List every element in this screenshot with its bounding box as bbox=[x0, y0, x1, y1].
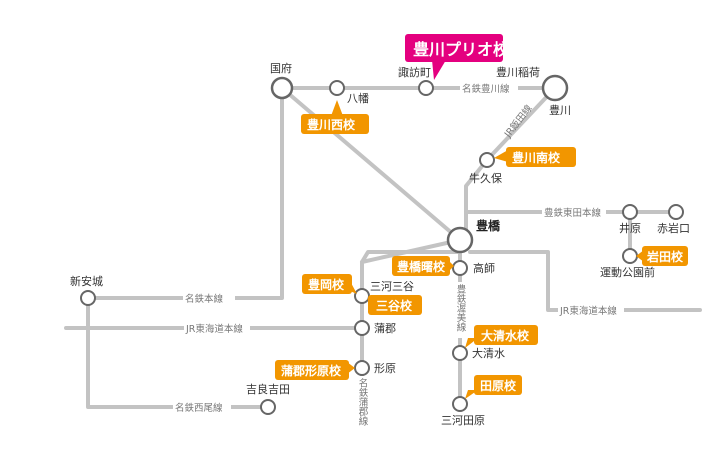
label-ihara: 井原 bbox=[619, 221, 641, 235]
station-takashi[interactable] bbox=[452, 260, 468, 276]
station-kira-yoshida[interactable] bbox=[260, 399, 276, 415]
label-kokufu: 国府 bbox=[270, 61, 292, 75]
line-jr-tokaido-left-spur bbox=[360, 250, 462, 264]
label-toyohashi: 豊橋 bbox=[476, 218, 501, 233]
label-kira-yoshida: 吉良吉田 bbox=[246, 382, 290, 396]
station-ushikubo[interactable] bbox=[479, 152, 495, 168]
featured-school-callout[interactable]: 豊川プリオ校 bbox=[405, 34, 510, 80]
school-iwata[interactable]: 岩田校 bbox=[636, 246, 688, 266]
station-katahara[interactable] bbox=[354, 360, 370, 376]
label-jr-iida: JR飯田線 bbox=[501, 102, 535, 140]
label-takashi: 高師 bbox=[473, 261, 495, 275]
station-suwacho[interactable] bbox=[418, 80, 434, 96]
school-toyooka[interactable]: 豊岡校 bbox=[302, 274, 357, 294]
school-mitani[interactable]: 三谷校 bbox=[367, 295, 422, 315]
label-jr-tokaido-left: JR東海道本線 bbox=[185, 323, 243, 335]
school-toyokawa-nishi[interactable]: 豊川西校 bbox=[301, 100, 369, 134]
label-toyotetsu-azumada: 豊鉄東田本線 bbox=[544, 207, 602, 219]
school-toyohashi-akebono[interactable]: 豊橋曙校 bbox=[392, 256, 454, 276]
school-toyokawa-minami[interactable]: 豊川南校 bbox=[494, 147, 576, 167]
label-shin-anjo: 新安城 bbox=[70, 274, 103, 288]
svg-text:岩田校: 岩田校 bbox=[646, 249, 684, 264]
label-meitetsu-gamagori: 名鉄蒲郡線 bbox=[357, 377, 369, 425]
featured-school-name: 豊川プリオ校 bbox=[413, 40, 510, 59]
label-mikawa-mitani: 三河三谷 bbox=[370, 280, 414, 293]
label-toyotetsu-atsumi: 豊鉄渥美線 bbox=[455, 283, 467, 331]
label-mikawa-tawara: 三河田原 bbox=[441, 414, 485, 427]
svg-text:蒲郡形原校: 蒲郡形原校 bbox=[281, 363, 342, 378]
label-toyokawa: 豊川 bbox=[549, 104, 571, 117]
label-gamagori: 蒲郡 bbox=[374, 321, 396, 335]
station-undokoen-mae[interactable] bbox=[622, 248, 638, 264]
svg-text:豊岡校: 豊岡校 bbox=[308, 277, 345, 292]
station-gamagori[interactable] bbox=[354, 320, 370, 336]
station-toyokawa[interactable] bbox=[541, 74, 569, 102]
svg-text:田原校: 田原校 bbox=[480, 378, 517, 393]
station-kokufu[interactable] bbox=[270, 76, 294, 100]
railway-lines bbox=[64, 86, 702, 409]
school-callouts: 豊川西校 豊川南校 岩田校 豊橋曙校 豊岡校 三谷校 bbox=[275, 100, 688, 399]
school-oshimizu[interactable]: 大清水校 bbox=[465, 325, 538, 348]
label-katahara: 形原 bbox=[374, 362, 396, 375]
station-labels: 国府 八幡 諏訪町 豊川稲荷 豊川 牛久保 豊橋 井原 赤岩口 運動公園前 高師… bbox=[70, 61, 690, 427]
label-undokoen-mae: 運動公園前 bbox=[600, 265, 655, 279]
svg-text:大清水校: 大清水校 bbox=[481, 328, 530, 343]
station-mikawa-tawara[interactable] bbox=[452, 396, 468, 412]
label-meitetsu-toyokawa: 名鉄豊川線 bbox=[462, 83, 510, 95]
station-ihara[interactable] bbox=[622, 204, 638, 220]
school-tahara[interactable]: 田原校 bbox=[465, 375, 522, 399]
school-gamagori-katahara[interactable]: 蒲郡形原校 bbox=[275, 360, 355, 380]
label-toyokawa-inari: 豊川稲荷 bbox=[496, 66, 540, 79]
station-toyohashi[interactable] bbox=[446, 226, 474, 254]
label-meitetsu-nishio: 名鉄西尾線 bbox=[175, 402, 223, 414]
label-meitetsu-honsen: 名鉄本線 bbox=[185, 293, 224, 305]
line-meitetsu-nishio bbox=[86, 296, 270, 409]
label-oshimizu: 大清水 bbox=[472, 346, 505, 360]
station-mikawa-mitani[interactable] bbox=[354, 288, 370, 304]
station-yawata[interactable] bbox=[329, 80, 345, 96]
label-ushikubo: 牛久保 bbox=[469, 171, 502, 185]
svg-text:豊川西校: 豊川西校 bbox=[307, 117, 356, 132]
label-akaiwaguchi: 赤岩口 bbox=[657, 221, 690, 235]
stations bbox=[80, 74, 684, 415]
svg-text:三谷校: 三谷校 bbox=[376, 298, 413, 313]
svg-text:豊川南校: 豊川南校 bbox=[512, 150, 561, 165]
label-yawata: 八幡 bbox=[347, 91, 369, 105]
label-suwacho: 諏訪町 bbox=[398, 65, 431, 79]
station-shin-anjo[interactable] bbox=[80, 290, 96, 306]
svg-text:豊橋曙校: 豊橋曙校 bbox=[397, 259, 446, 274]
station-akaiwaguchi[interactable] bbox=[668, 204, 684, 220]
station-oshimizu[interactable] bbox=[452, 345, 468, 361]
label-jr-tokaido-right: JR東海道本線 bbox=[559, 305, 617, 317]
